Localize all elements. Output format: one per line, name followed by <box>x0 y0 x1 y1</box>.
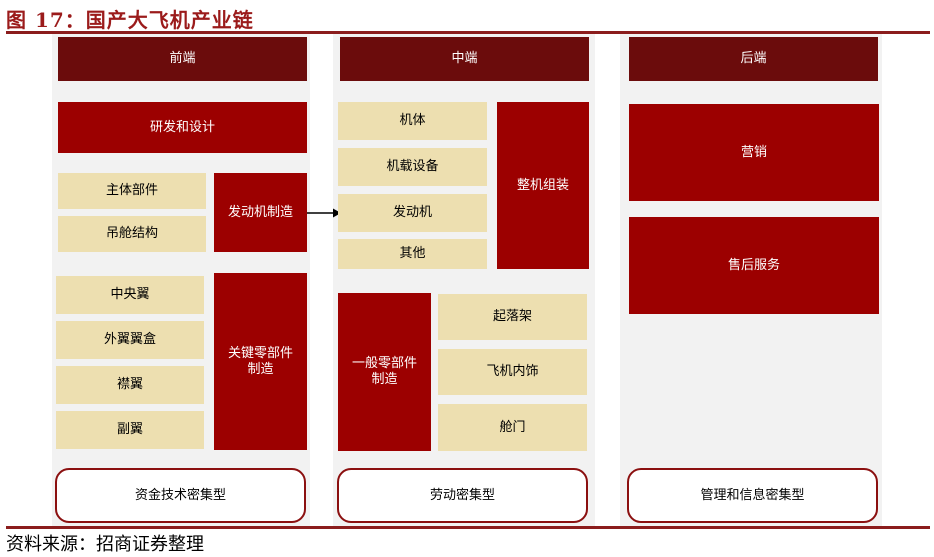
after-sales-box: 售后服务 <box>629 217 879 314</box>
source-note: 资料来源：招商证券整理 <box>6 534 204 555</box>
key-parts-manufacturing-box: 关键零部件 制造 <box>214 273 307 450</box>
part-outer-wing-box: 外翼翼盒 <box>56 321 204 359</box>
part-main-body: 主体部件 <box>58 173 206 209</box>
header-back: 后端 <box>629 37 878 81</box>
top-rule <box>6 31 930 34</box>
final-assembly-box: 整机组装 <box>497 102 589 269</box>
engine-manufacturing-box: 发动机制造 <box>214 173 307 252</box>
header-middle: 中端 <box>340 37 589 81</box>
part-nacelle: 吊舱结构 <box>58 216 206 252</box>
general-parts-manufacturing-box: 一般零部件 制造 <box>338 293 431 451</box>
aircraft-interior-box: 飞机内饰 <box>438 349 587 395</box>
front-intensity-label: 资金技术密集型 <box>55 468 306 523</box>
engine-box: 发动机 <box>338 194 487 232</box>
header-front: 前端 <box>58 37 307 81</box>
back-intensity-label: 管理和信息密集型 <box>627 468 878 523</box>
bottom-rule <box>6 526 930 529</box>
other-box: 其他 <box>338 239 487 269</box>
cabin-door-box: 舱门 <box>438 404 587 451</box>
middle-intensity-label: 劳动密集型 <box>337 468 588 523</box>
airframe-box: 机体 <box>338 102 487 140</box>
part-center-wing: 中央翼 <box>56 276 204 314</box>
part-flap: 襟翼 <box>56 366 204 404</box>
rnd-box: 研发和设计 <box>58 102 307 153</box>
airborne-equipment-box: 机载设备 <box>338 148 487 186</box>
flow-arrow <box>307 208 341 218</box>
part-aileron: 副翼 <box>56 411 204 449</box>
marketing-box: 营销 <box>629 104 879 201</box>
landing-gear-box: 起落架 <box>438 294 587 340</box>
figure-title: 图 17：国产大飞机产业链 <box>6 8 254 32</box>
